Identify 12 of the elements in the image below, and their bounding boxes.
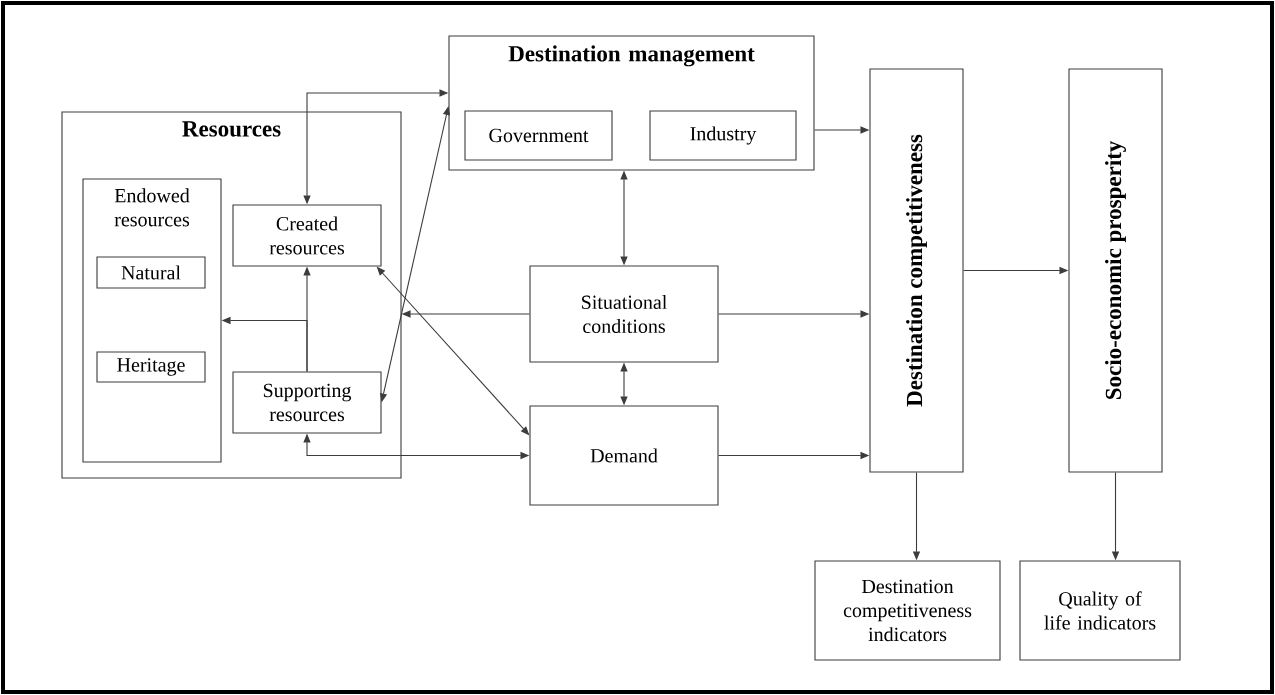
process-box: Demand: [529, 405, 719, 506]
process-box: Created resources: [232, 204, 382, 267]
vertical-box: Destination competitiveness: [869, 68, 964, 473]
process-box: Supporting resources: [232, 371, 382, 434]
process-box: Destination competitiveness indicators: [814, 560, 1001, 661]
process-box: Industry: [649, 110, 797, 161]
process-box: Natural: [96, 256, 206, 289]
vertical-box: Socio-economic prosperity: [1068, 68, 1163, 473]
process-box: Government: [464, 110, 613, 161]
process-box: Situational conditions: [529, 265, 719, 363]
process-box: Quality of life indicators: [1019, 560, 1181, 661]
process-box: Heritage: [96, 351, 206, 383]
